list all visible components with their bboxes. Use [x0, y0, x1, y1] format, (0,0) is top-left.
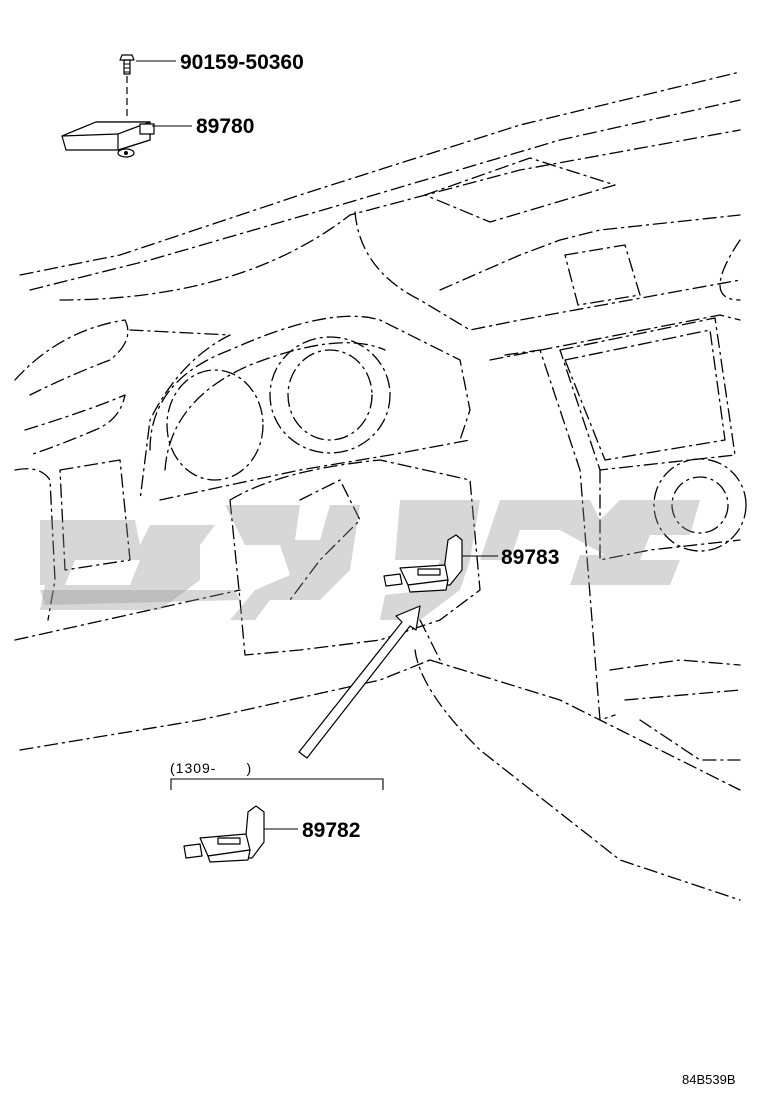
- part-label-sensor-right: 89783: [501, 546, 559, 569]
- date-bracket: [170, 778, 384, 790]
- screw-part: [119, 54, 135, 75]
- module-part: [61, 121, 155, 158]
- part-label-sensor-lower: 89782: [302, 819, 360, 842]
- location-arrow: [298, 605, 421, 759]
- part-label-screw: 90159-50360: [180, 51, 304, 74]
- sensor-89782-part: [183, 805, 265, 863]
- dashboard-outline: [14, 71, 747, 901]
- diagram-code: 84B539B: [682, 1072, 736, 1087]
- watermark-logo: [40, 500, 700, 620]
- part-label-module: 89780: [196, 115, 254, 138]
- date-range-note: (1309- ): [170, 760, 252, 776]
- sensor-89783-part: [383, 534, 463, 593]
